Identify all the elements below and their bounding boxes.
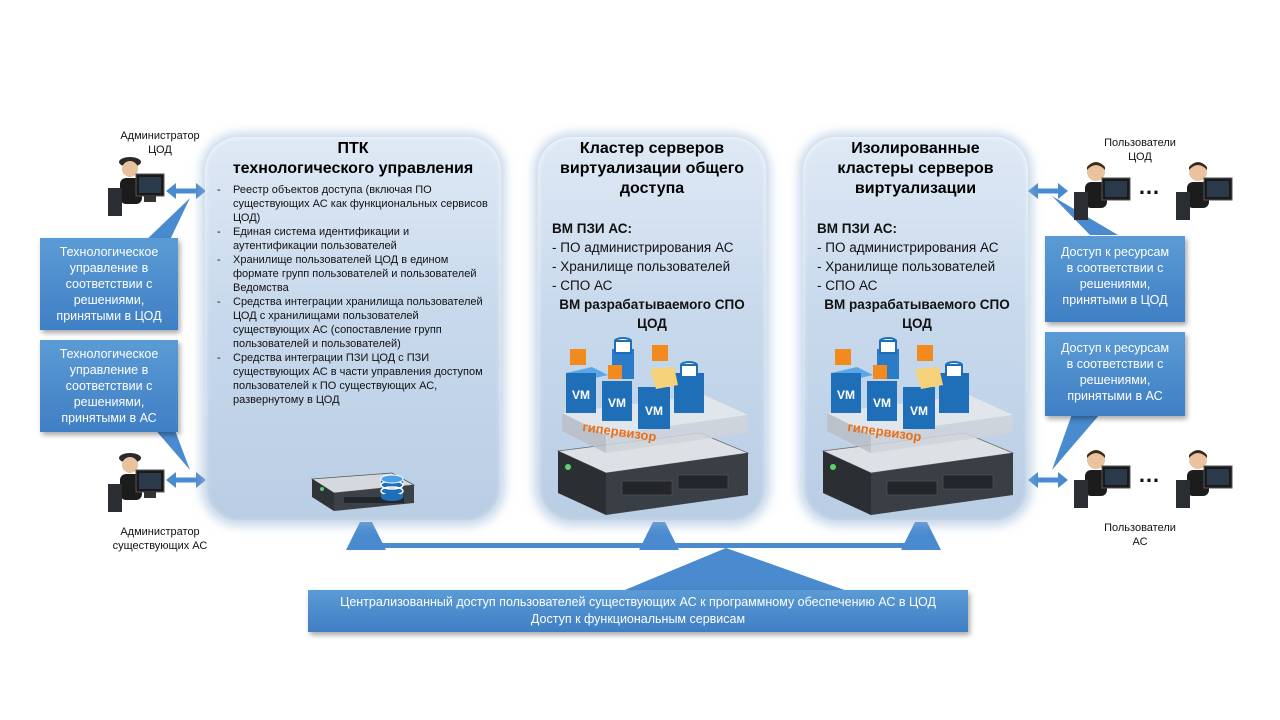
vm-line: - ПО администрирования АС — [552, 240, 734, 255]
admin-as-caption: Администратор существующих АС — [112, 526, 208, 552]
users-as-caption: Пользователи АС — [1104, 522, 1176, 548]
vm-pzi-heading: ВМ ПЗИ АС: — [552, 221, 633, 236]
list-item: Средства интеграции хранилища пользовате… — [215, 295, 493, 351]
storage-server-icon — [310, 472, 416, 511]
ptk-title: ПТК технологического управления — [232, 140, 474, 177]
vm-dev-heading: ВМ разрабатываемого СПО — [824, 297, 1010, 312]
vm-dev-heading-2: ЦОД — [902, 316, 932, 331]
windows-icon — [873, 365, 887, 379]
vm-line: - ПО администрирования АС — [817, 240, 999, 255]
vm-label: VM — [910, 404, 928, 418]
vm-label: VM — [873, 396, 891, 410]
callout-right-2-pointer — [1052, 414, 1100, 470]
user-person-icon — [1074, 162, 1131, 220]
database-icon — [879, 337, 897, 354]
shield-icon — [652, 345, 668, 361]
list-item: Хранилище пользователей ЦОД в едином фор… — [215, 253, 493, 295]
vm-label: VM — [837, 388, 855, 402]
centralized-access-box: Централизованный доступ пользователей су… — [308, 590, 968, 632]
hypervisor-server-icon: VM VM VM гипервизор — [556, 337, 750, 515]
isolated-panel: Изолированные кластеры серверов виртуали… — [803, 137, 1028, 522]
vm-dev-heading-2: ЦОД — [637, 316, 667, 331]
user-person-icon — [1176, 450, 1233, 508]
callout-tech-control-as: Технологическое управление в соответстви… — [40, 340, 178, 432]
callout-access-cod: Доступ к ресурсам в соответствии с решен… — [1045, 236, 1185, 322]
callout-tech-control-cod: Технологическое управление в соответстви… — [40, 238, 178, 330]
list-item: Средства интеграции ПЗИ ЦОД с ПЗИ сущест… — [215, 351, 493, 407]
database-icon — [614, 337, 632, 354]
windows-icon — [608, 365, 622, 379]
centralized-access-text: Централизованный доступ пользователей су… — [340, 595, 936, 609]
user-person-icon — [1074, 450, 1131, 508]
users-as-arrow — [1028, 472, 1068, 488]
database-icon — [680, 361, 698, 378]
vm-line: - СПО АС — [552, 278, 613, 293]
admin-as-arrow — [166, 472, 206, 488]
vm-line: - СПО АС — [817, 278, 878, 293]
vm-line: - Хранилище пользователей — [817, 259, 996, 274]
ptk-feature-list: Реестр объектов доступа (включая ПО суще… — [215, 183, 493, 407]
vm-label: VM — [645, 404, 663, 418]
vm-line: - Хранилище пользователей — [552, 259, 731, 274]
ptk-panel: ПТК технологического управления Реестр о… — [205, 137, 501, 522]
callout-left-1-pointer — [142, 198, 190, 244]
vm-label: VM — [608, 396, 626, 410]
admin-person-icon — [108, 157, 165, 216]
vm-pzi-heading: ВМ ПЗИ АС: — [817, 221, 898, 236]
admin-person-icon — [108, 453, 165, 512]
user-person-icon — [1176, 162, 1233, 220]
callout-access-as: Доступ к ресурсам в соответствии с решен… — [1045, 332, 1185, 416]
isolated-title: Изолированные кластеры серверов виртуали… — [837, 140, 994, 197]
hypervisor-server-icon: VM VM VM гипервизор — [821, 337, 1015, 515]
vm-dev-heading: ВМ разрабатываемого СПО — [559, 297, 745, 312]
users-cod-caption: Пользователи ЦОД — [1104, 137, 1176, 163]
folder-icon — [915, 367, 943, 389]
list-item: Реестр объектов доступа (включая ПО суще… — [215, 183, 493, 225]
isolated-vm-description: ВМ ПЗИ АС: - ПО администрирования АС - Х… — [817, 219, 1025, 333]
admin-cod-arrow — [166, 183, 206, 199]
cluster-title: Кластер серверов виртуализации общего до… — [560, 140, 744, 197]
vm-label: VM — [572, 388, 590, 402]
bottom-callout-pointer — [620, 548, 850, 592]
functional-services-text: Доступ к функциональным сервисам — [530, 612, 746, 626]
cluster-panel: Кластер серверов виртуализации общего до… — [538, 137, 766, 522]
linux-icon — [570, 349, 586, 365]
ellipsis: … — [1138, 174, 1161, 199]
shield-icon — [917, 345, 933, 361]
admin-cod-caption: Администратор ЦОД — [120, 130, 200, 156]
linux-icon — [835, 349, 851, 365]
list-item: Единая система идентификации и аутентифи… — [215, 225, 493, 253]
database-icon — [945, 361, 963, 378]
bus-line — [364, 543, 924, 548]
users-cod-arrow — [1028, 183, 1068, 199]
folder-icon — [650, 367, 678, 389]
cluster-vm-description: ВМ ПЗИ АС: - ПО администрирования АС - Х… — [552, 219, 762, 333]
ellipsis: … — [1138, 462, 1161, 487]
